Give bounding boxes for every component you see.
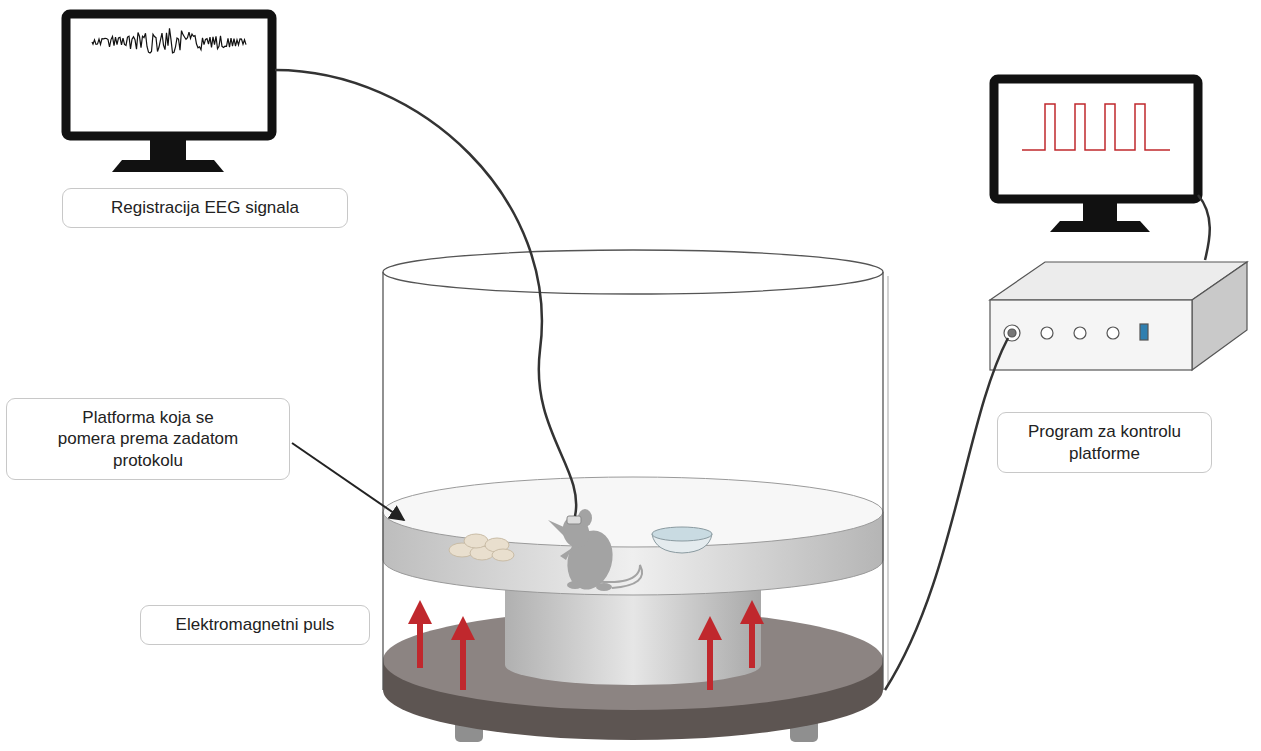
eeg-monitor	[66, 14, 272, 172]
platform	[383, 477, 883, 595]
water-bowl	[652, 527, 712, 553]
caption-text: Elektromagnetni puls	[176, 614, 335, 635]
glass-cylinder	[383, 250, 888, 690]
caption-text: Program za kontrolu platforme	[1020, 421, 1190, 464]
eeg-cable	[275, 70, 576, 516]
caption-box: Program za kontrolu platforme	[997, 412, 1212, 473]
control-monitor	[994, 79, 1210, 260]
caption-text: Platforma koja se pomera prema zadatom p…	[53, 407, 243, 471]
food-pellets	[449, 534, 514, 561]
mouse	[548, 509, 642, 595]
control-box	[990, 262, 1247, 370]
caption-box: Registracija EEG signala	[62, 188, 348, 228]
pulse-arrows	[420, 612, 752, 690]
caption-box: Platforma koja se pomera prema zadatom p…	[6, 398, 290, 480]
leader-arrow	[292, 443, 404, 520]
caption-text: Registracija EEG signala	[111, 197, 299, 218]
platform-cable	[885, 338, 1008, 690]
caption-box: Elektromagnetni puls	[140, 605, 370, 645]
